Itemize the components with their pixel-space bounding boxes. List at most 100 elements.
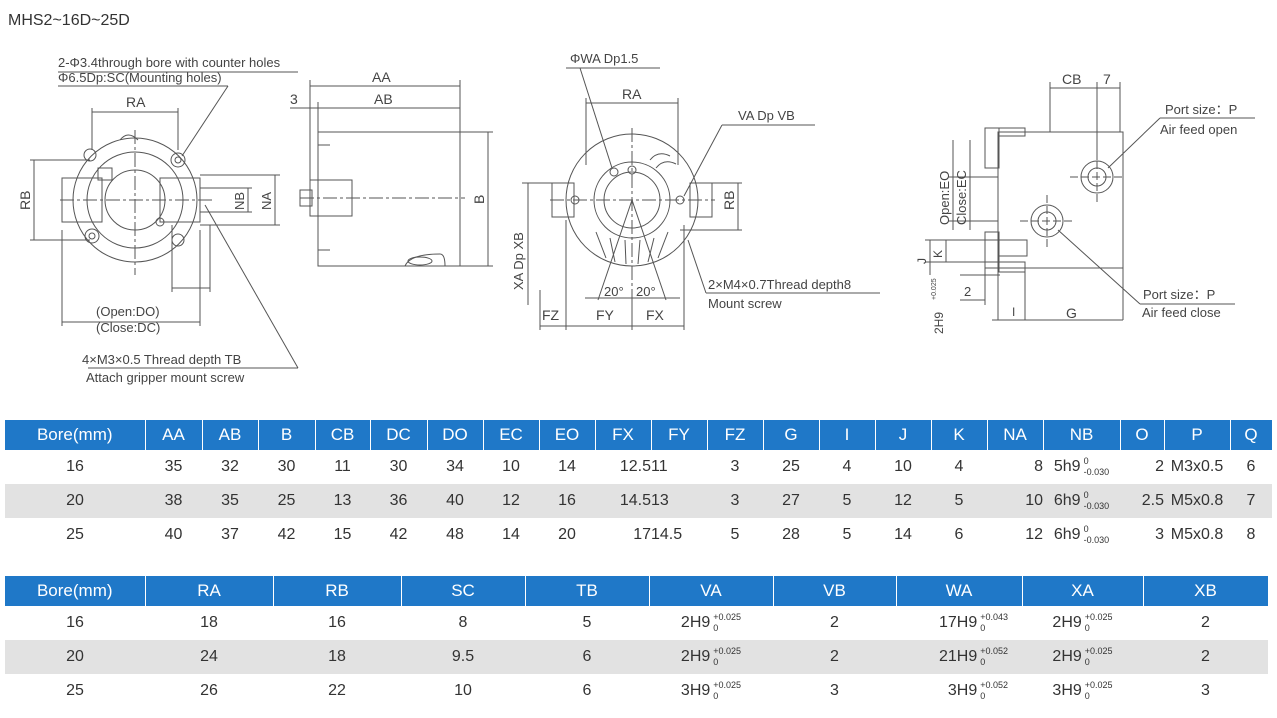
cell: 37 [221,526,239,543]
dim-2h9: 2H9 [932,312,946,334]
cell: 42 [277,526,296,543]
col-header: CB [315,420,371,450]
port-close-1: Port size：P [1143,287,1215,302]
cell: 2 [830,614,839,631]
dim-ra-1: RA [126,94,146,110]
cell: 10 [502,458,520,475]
cell: 8 [1034,458,1043,475]
cell: 35 [202,484,258,518]
bottom-view [522,67,880,330]
col-header: SC [401,576,526,606]
wa-value: 17H9 [938,614,978,632]
col-header: FX [595,420,652,450]
cell: 27 [763,484,819,518]
dim-fz: FZ [542,307,560,323]
tol-upper: 0 [1083,490,1089,500]
dim-close-dc: (Close:DC) [96,320,160,335]
tol-upper: 0 [1083,456,1089,466]
cell: 13 [315,484,370,518]
dim-rb-1: RB [17,191,33,210]
cell: 12 [875,484,931,518]
va-note: VA Dp VB [738,108,795,123]
cell: 20 [558,526,576,543]
cell: 8 [1246,526,1256,543]
cell: 40 [427,484,483,518]
dim-aa: AA [372,69,391,85]
wa-note: ΦWA Dp1.5 [570,51,638,66]
mount-note-1: 2×M4×0.7Thread depth8 [708,277,851,292]
cell: 34 [446,458,464,475]
cell: 15 [333,526,352,543]
xa-value: 3H9 [1052,682,1082,700]
cell: 12.5 [619,458,651,475]
dim-i: I [1012,305,1015,319]
nb-tolerance: 0-0.030 [1084,456,1110,478]
cell: 14 [502,526,520,543]
col-header: EO [539,420,596,450]
cell: 17 [633,526,651,543]
dim-3: 3 [290,91,298,107]
cell: 35 [164,458,183,475]
nb-tolerance: 0-0.030 [1084,524,1110,546]
col-header: RB [273,576,402,606]
tol-upper: 0 [1083,524,1089,534]
cell: 6 [525,640,649,674]
tol-upper: +0.025 [713,646,742,656]
dim-ra-2: RA [622,86,642,102]
col-header: Bore(mm) [5,576,146,606]
xa-value: 2H9 [1052,614,1082,632]
col-header: Bore(mm) [5,420,146,450]
dim-j: J [915,258,929,264]
cell: 14.5 [651,526,683,543]
cell: 3 [1155,526,1164,543]
cell: 3 [707,484,763,518]
dim-close-ec: Close:EC [954,170,969,225]
dimension-table-1: Bore(mm) AA AB B CB DC DO EC EO FX FY FZ… [5,420,1273,552]
col-header: DC [370,420,428,450]
table-header-row: Bore(mm) RA RB SC TB VA VB WA XA XB [5,576,1269,606]
dim-k: K [931,250,945,258]
dim-fy: FY [596,307,615,323]
tol-upper: +0.025 [1084,646,1113,656]
cell: 8 [458,614,468,631]
technical-drawing: 2-Φ3.4through bore with counter holes Φ6… [17,51,1255,385]
port-open-2: Air feed open [1160,122,1237,137]
cell: 12 [1025,526,1043,543]
tol-lower: 0 [713,657,719,667]
cell: 12 [483,484,539,518]
tol-lower: -0.030 [1083,535,1110,545]
cell: 5 [730,526,740,543]
cell: 32 [221,458,239,475]
bore-note-2: Φ6.5Dp:SC(Mounting holes) [58,70,222,85]
col-header: AA [145,420,203,450]
tol-lower: 0 [980,691,986,701]
xa-value: 2H9 [1052,648,1082,666]
tol-lower: 0 [713,691,719,701]
dim-open-eo: Open:EO [937,171,952,225]
cell-bore: 16 [66,614,84,631]
page-title: MHS2~16D~25D [8,12,130,29]
cell: 14 [894,526,912,543]
tol-upper: +0.052 [980,646,1008,656]
thread-note-2: Attach gripper mount screw [86,370,245,385]
dim-open-do: (Open:DO) [96,304,160,319]
cell: 48 [446,526,464,543]
cell: 6 [582,682,592,699]
cell: 2 [773,640,896,674]
nb-value: 5h9 [1053,458,1081,476]
cell: M5x0.8 [1170,526,1224,543]
angle-1: 20° [604,284,624,299]
dimension-table-2: Bore(mm) RA RB SC TB VA VB WA XA XB 16 1… [5,576,1269,708]
bore-note-1: 2-Φ3.4through bore with counter holes [58,55,281,70]
